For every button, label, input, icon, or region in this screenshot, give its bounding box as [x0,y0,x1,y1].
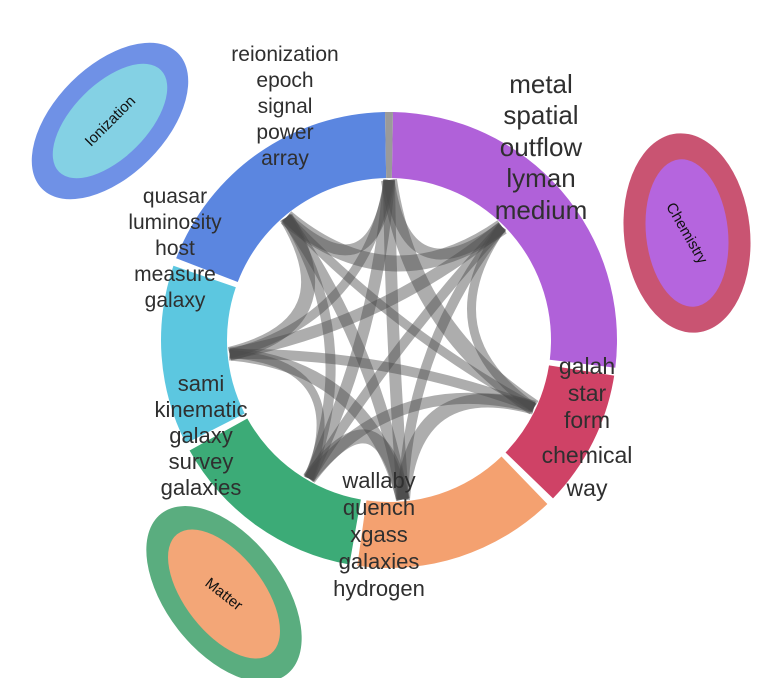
keyword-host: host [155,237,195,260]
chord-ribbon [281,213,409,501]
keyword-epoch: epoch [256,69,313,92]
keyword-hydrogen: hydrogen [333,576,425,601]
keyword-medium: medium [495,195,587,225]
chord-ribbon [281,214,336,481]
keyword-chemical: chemical [542,442,633,468]
keyword-wallaby: wallaby [341,468,415,493]
keyword-signal: signal [258,95,313,118]
keyword-galaxy: galaxy [145,289,206,312]
keyword-survey: survey [169,449,234,474]
keyword-form: form [564,407,610,433]
chord-ribbons [227,178,539,502]
ring-segment-metal [391,112,617,368]
chord-ribbon [229,348,536,413]
chord-ribbon [395,393,536,500]
keyword-luminosity: luminosity [128,211,222,234]
chord-ribbon [303,429,410,501]
keyword-galaxies: galaxies [161,475,242,500]
matter-badge: Matter [146,506,302,678]
topic-badges: Ionization Chemistry Matter [31,42,751,678]
ring-segment-galah [505,365,615,499]
keyword-galah: galah [559,353,615,379]
ring-segment-sliver [385,112,393,179]
chord-ribbon [228,222,506,360]
chord-ribbon [397,223,507,500]
chemistry-badge: Chemistry [623,133,751,333]
keyword-quasar: quasar [143,185,207,208]
chord-ribbon [304,223,506,482]
ionization-badge: Ionization [31,42,189,200]
ring-segment-ionization-top [176,112,387,282]
keyword-kinematic: kinematic [155,397,248,422]
chord-ribbon [381,178,539,415]
keyword-labels: reionization epoch signal power array qu… [128,43,632,601]
keyword-reionization: reionization [231,43,338,66]
chord-ribbon [227,213,316,361]
keyword-lyman: lyman [506,163,575,193]
keyword-galaxy-2: galaxy [169,423,233,448]
keyword-xgass: xgass [350,522,407,547]
chord-ribbon [282,214,537,412]
keyword-metal: metal [509,69,573,99]
ring-segments [160,112,617,568]
chord-ribbon [467,224,537,412]
ionization-badge-inner [52,63,168,179]
keyword-power: power [256,121,313,144]
keyword-galaxies-2: galaxies [339,549,420,574]
keyword-star: star [568,380,607,406]
chord-ribbon [229,347,410,502]
keyword-way: way [566,475,608,501]
ring-segment-quasar [160,265,245,444]
keyword-quench: quench [343,495,415,520]
chord-ribbon [383,179,409,500]
matter-badge-inner [168,529,280,659]
keyword-array: array [261,147,309,170]
keyword-outflow: outflow [500,132,583,162]
chord-ribbon [282,179,395,256]
chord-ribbon [229,349,325,480]
ring-segment-sami [189,418,361,565]
chord-ribbon [383,179,506,260]
chord-ribbon [228,179,394,359]
keyword-sami: sami [178,371,224,396]
ring-segment-wallaby [357,456,548,568]
chord-ribbon [304,392,536,483]
chord-ribbon [281,211,507,272]
chemistry-badge-inner [645,159,729,307]
keyword-spatial: spatial [503,100,578,130]
keyword-measure: measure [134,263,216,286]
chord-ribbon [303,179,395,482]
